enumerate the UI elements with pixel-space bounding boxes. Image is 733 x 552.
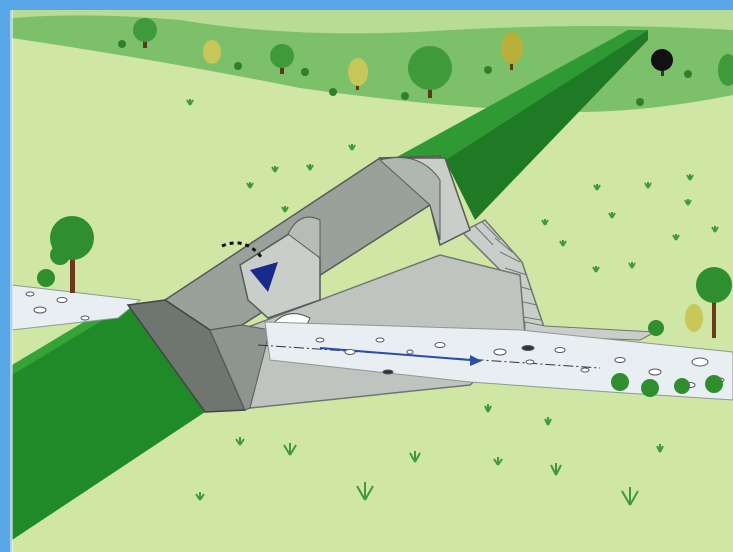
tree-icon <box>203 40 221 64</box>
frame-left-edge <box>10 10 13 552</box>
bush-icon <box>37 269 55 287</box>
tree-icon <box>685 304 703 332</box>
